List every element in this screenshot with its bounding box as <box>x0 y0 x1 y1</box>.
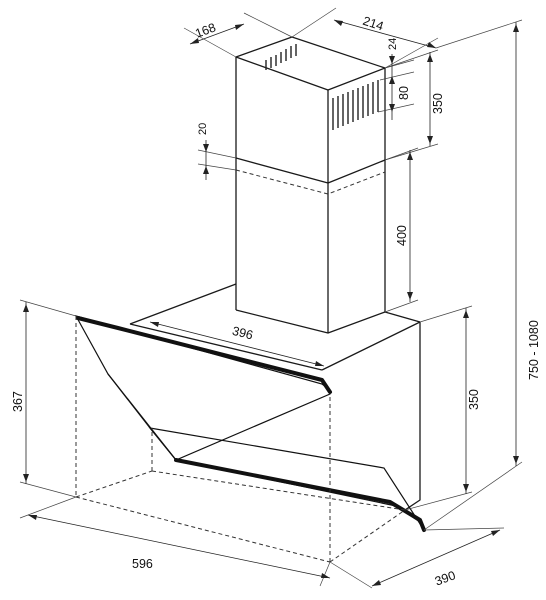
hood-top-front <box>129 323 323 371</box>
label-overlap: 20 <box>197 123 209 135</box>
dim-total-height <box>423 19 523 531</box>
label-upper-chimney: 350 <box>431 93 445 114</box>
dim-hood-depth <box>329 527 505 589</box>
hood-side-panel <box>404 322 421 511</box>
chimney <box>235 36 386 334</box>
dim-hood-front-height <box>19 299 77 498</box>
label-hood-body-height: 350 <box>467 389 481 410</box>
dim-lower-chimney <box>384 147 419 313</box>
label-lower-chimney: 400 <box>395 225 409 246</box>
label-chimney-depth: 168 <box>193 20 217 40</box>
dim-chimney-depth <box>183 12 293 58</box>
label-chimney-width: 214 <box>361 14 385 34</box>
vent-slots-front <box>332 80 379 130</box>
label-total-height: 750 - 1080 <box>527 320 541 380</box>
dim-base-chimney <box>149 321 325 367</box>
hood-top-back <box>384 311 421 323</box>
dim-hood-width <box>19 496 331 587</box>
glass-left-edge <box>107 373 177 461</box>
dim-upper-chimney <box>384 49 439 161</box>
glass-panel <box>74 315 426 532</box>
dim-hood-body-height <box>404 305 473 511</box>
label-hood-depth: 390 <box>433 568 457 588</box>
chimney-bottom <box>235 309 386 334</box>
label-base-chimney: 396 <box>231 324 255 343</box>
glass-lower-outline <box>148 427 425 531</box>
chimney-top-face <box>235 36 386 91</box>
label-hood-front-height: 367 <box>11 391 25 412</box>
dim-overlap <box>197 140 237 180</box>
chimney-overlap-top <box>235 157 386 184</box>
hood-top-right <box>321 321 421 371</box>
glass-top-edge <box>76 316 332 394</box>
label-vent-height: 80 <box>397 86 411 100</box>
dim-chimney-width <box>291 7 439 69</box>
hood-body <box>129 283 421 511</box>
vent-slots-back <box>265 44 297 70</box>
label-hood-width: 596 <box>132 557 153 571</box>
glass-bottom-edge <box>174 458 426 532</box>
hood-top-left <box>129 283 237 325</box>
base-outline-dashed <box>75 316 406 563</box>
label-top-offset: 24 <box>387 38 399 50</box>
chimney-overlap-dashed <box>235 169 386 195</box>
glass-outline <box>74 315 331 461</box>
